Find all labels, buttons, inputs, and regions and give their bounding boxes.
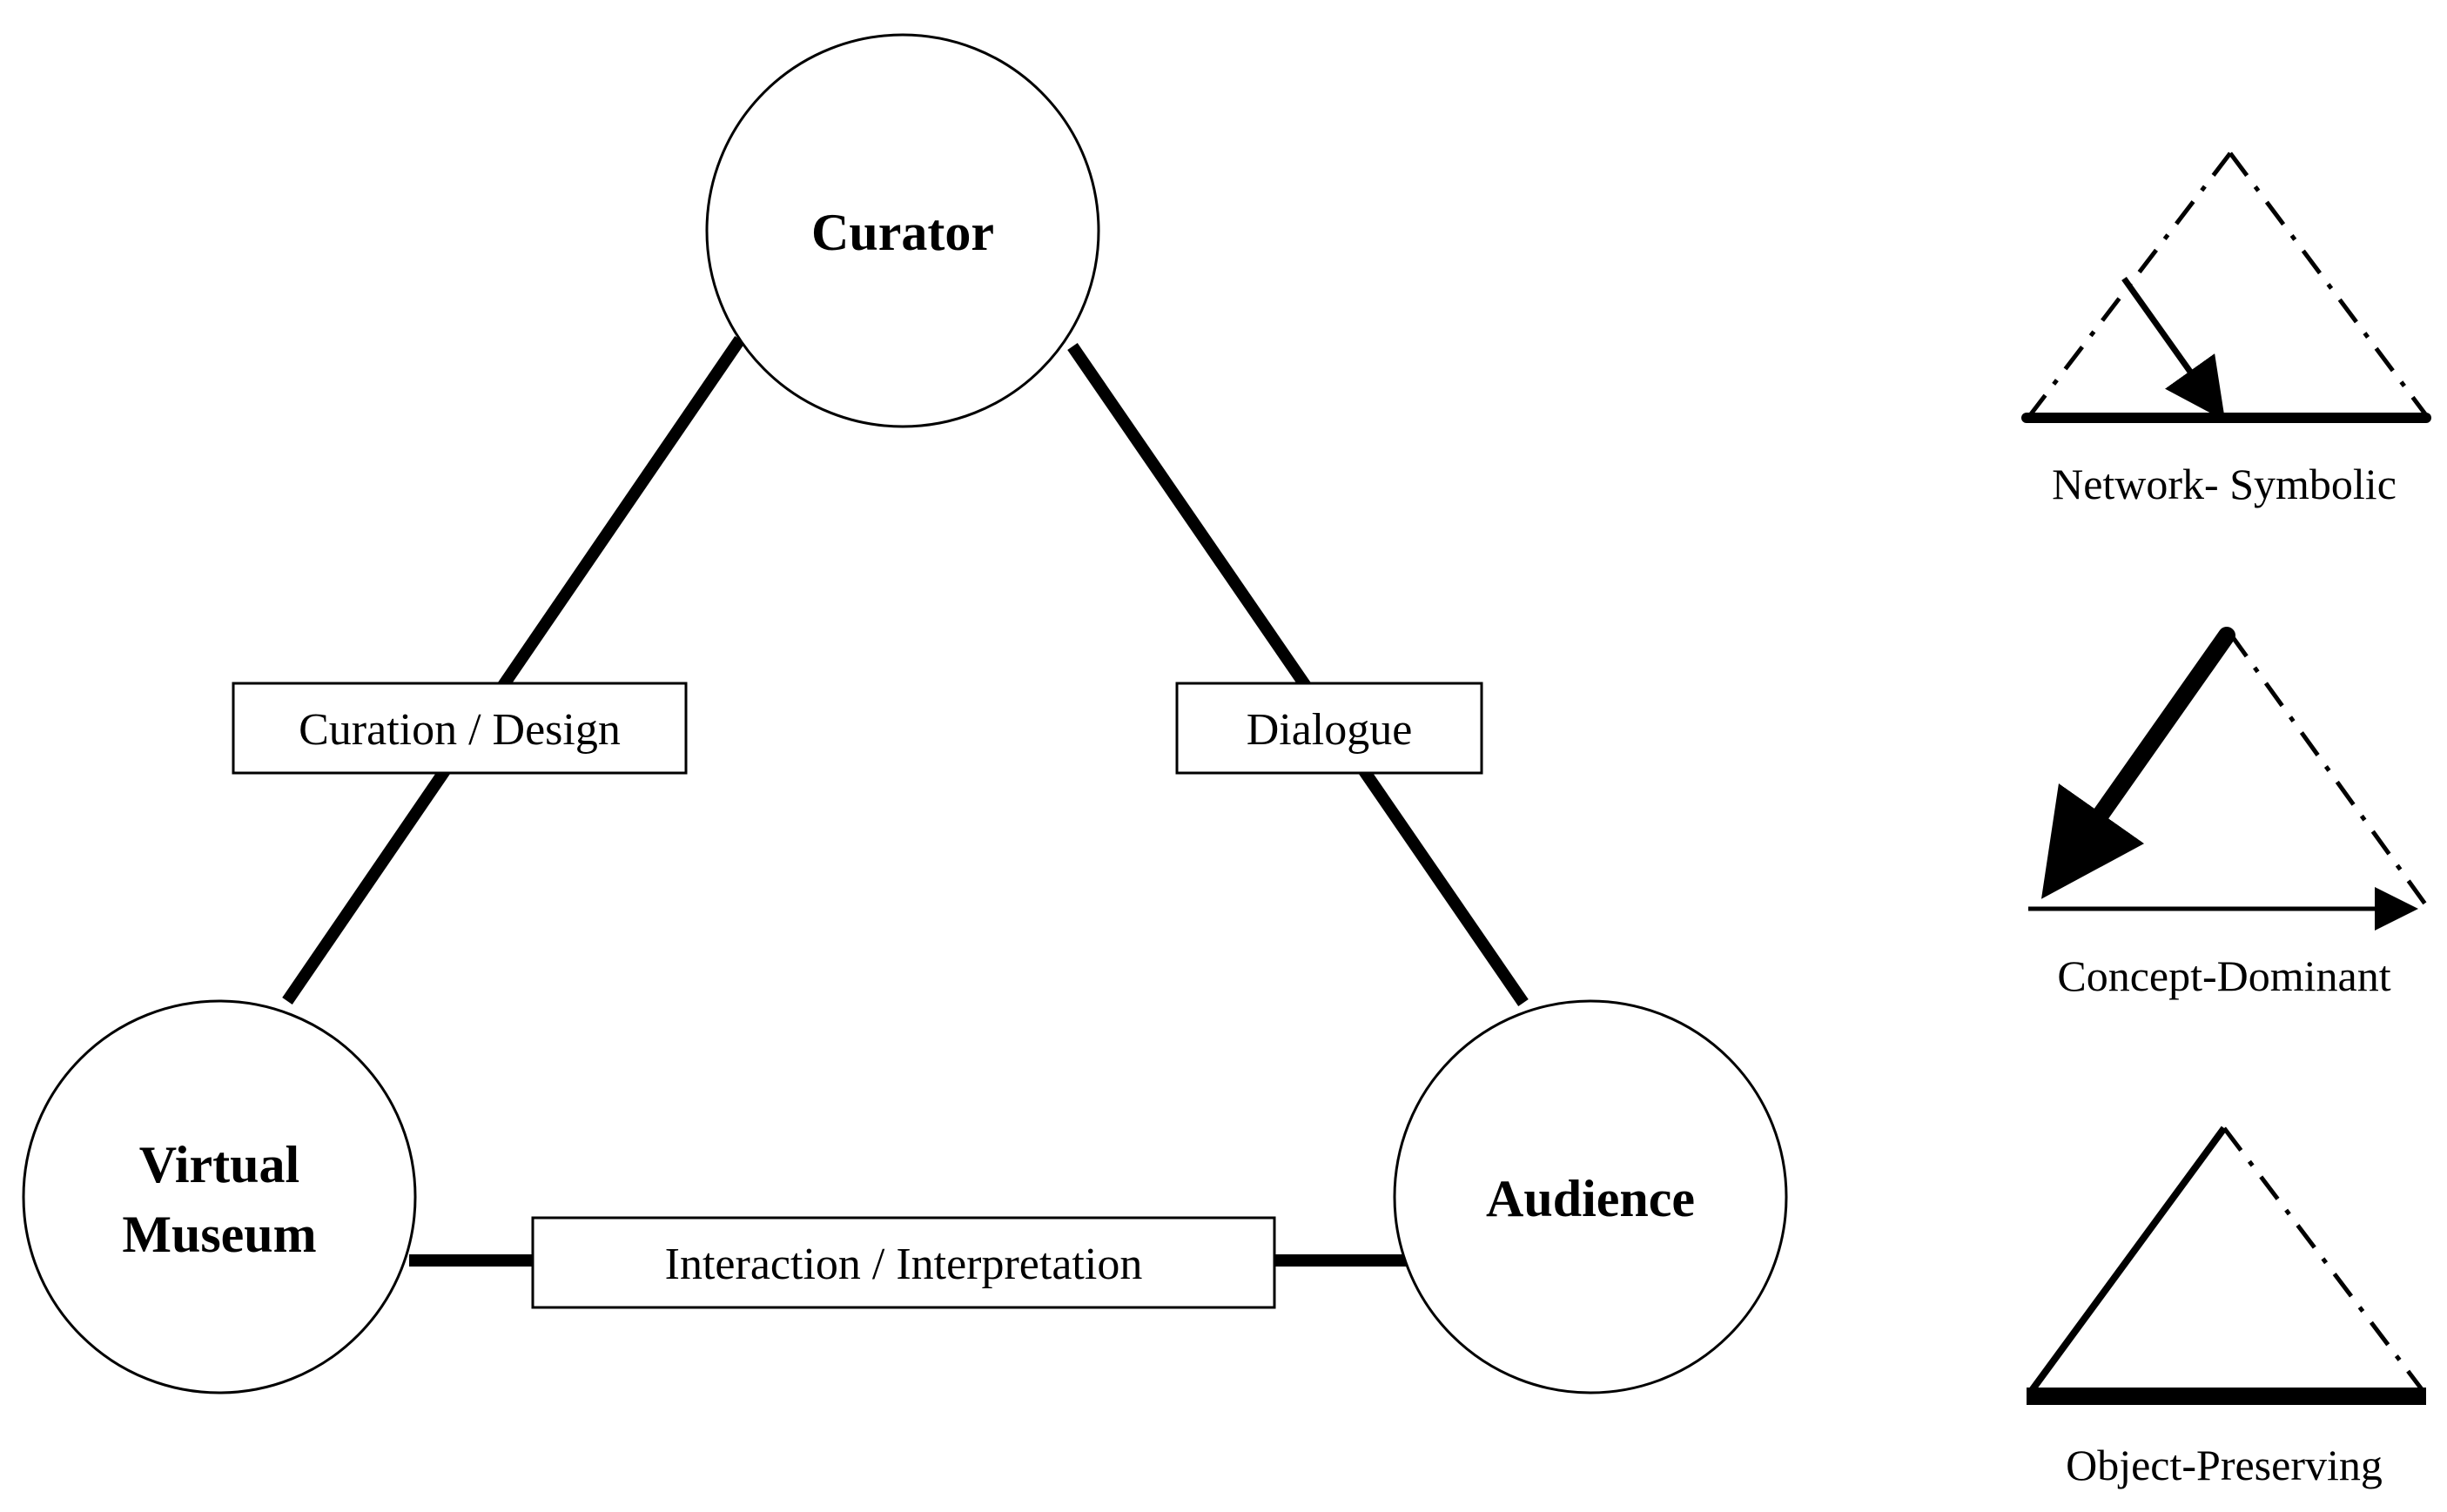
legend-label-concept-dominant: Concept-Dominant (2057, 951, 2390, 1000)
node-audience-label: Audience (1486, 1170, 1695, 1227)
legend-label-network-symbolic: Network- Symbolic (2052, 460, 2397, 508)
edge-label-curation-design: Curation / Design (232, 682, 688, 775)
legend-dashed-right-side (2228, 151, 2429, 417)
legend-item-network-symbolic: Network- Symbolic (2021, 151, 2431, 508)
svg-text:Curation / Design: Curation / Design (299, 705, 621, 755)
legend-thick-arrow-icon (2040, 627, 2235, 899)
legend-arrow-icon (2121, 276, 2226, 421)
edge-curator-museum (282, 336, 745, 1005)
legend-item-object-preserving: Object-Preserving (2027, 1126, 2426, 1489)
legend-dashed-right-side (2222, 1126, 2426, 1394)
edge-label-interaction-interpretation: Interaction / Interpretation (531, 1216, 1276, 1309)
edge-curator-audience (1067, 343, 1529, 1006)
node-curator-label: Curator (811, 204, 994, 261)
legend-solid-left-side (2027, 1126, 2228, 1395)
node-virtual-museum-label-line1: Virtual (139, 1136, 299, 1193)
legend-item-concept-dominant: Concept-Dominant (2028, 627, 2429, 1000)
legend-label-object-preserving: Object-Preserving (2066, 1441, 2383, 1489)
node-virtual-museum-label-line2: Museum (122, 1206, 316, 1263)
node-virtual-museum: Virtual Museum (22, 999, 417, 1394)
node-curator: Curator (705, 33, 1100, 428)
svg-text:Interaction / Interpretation: Interaction / Interpretation (665, 1240, 1143, 1289)
svg-text:Dialogue: Dialogue (1247, 705, 1413, 755)
edge-label-dialogue: Dialogue (1175, 682, 1483, 775)
legend-dashed-right-side (2228, 632, 2429, 907)
node-audience: Audience (1393, 999, 1788, 1394)
